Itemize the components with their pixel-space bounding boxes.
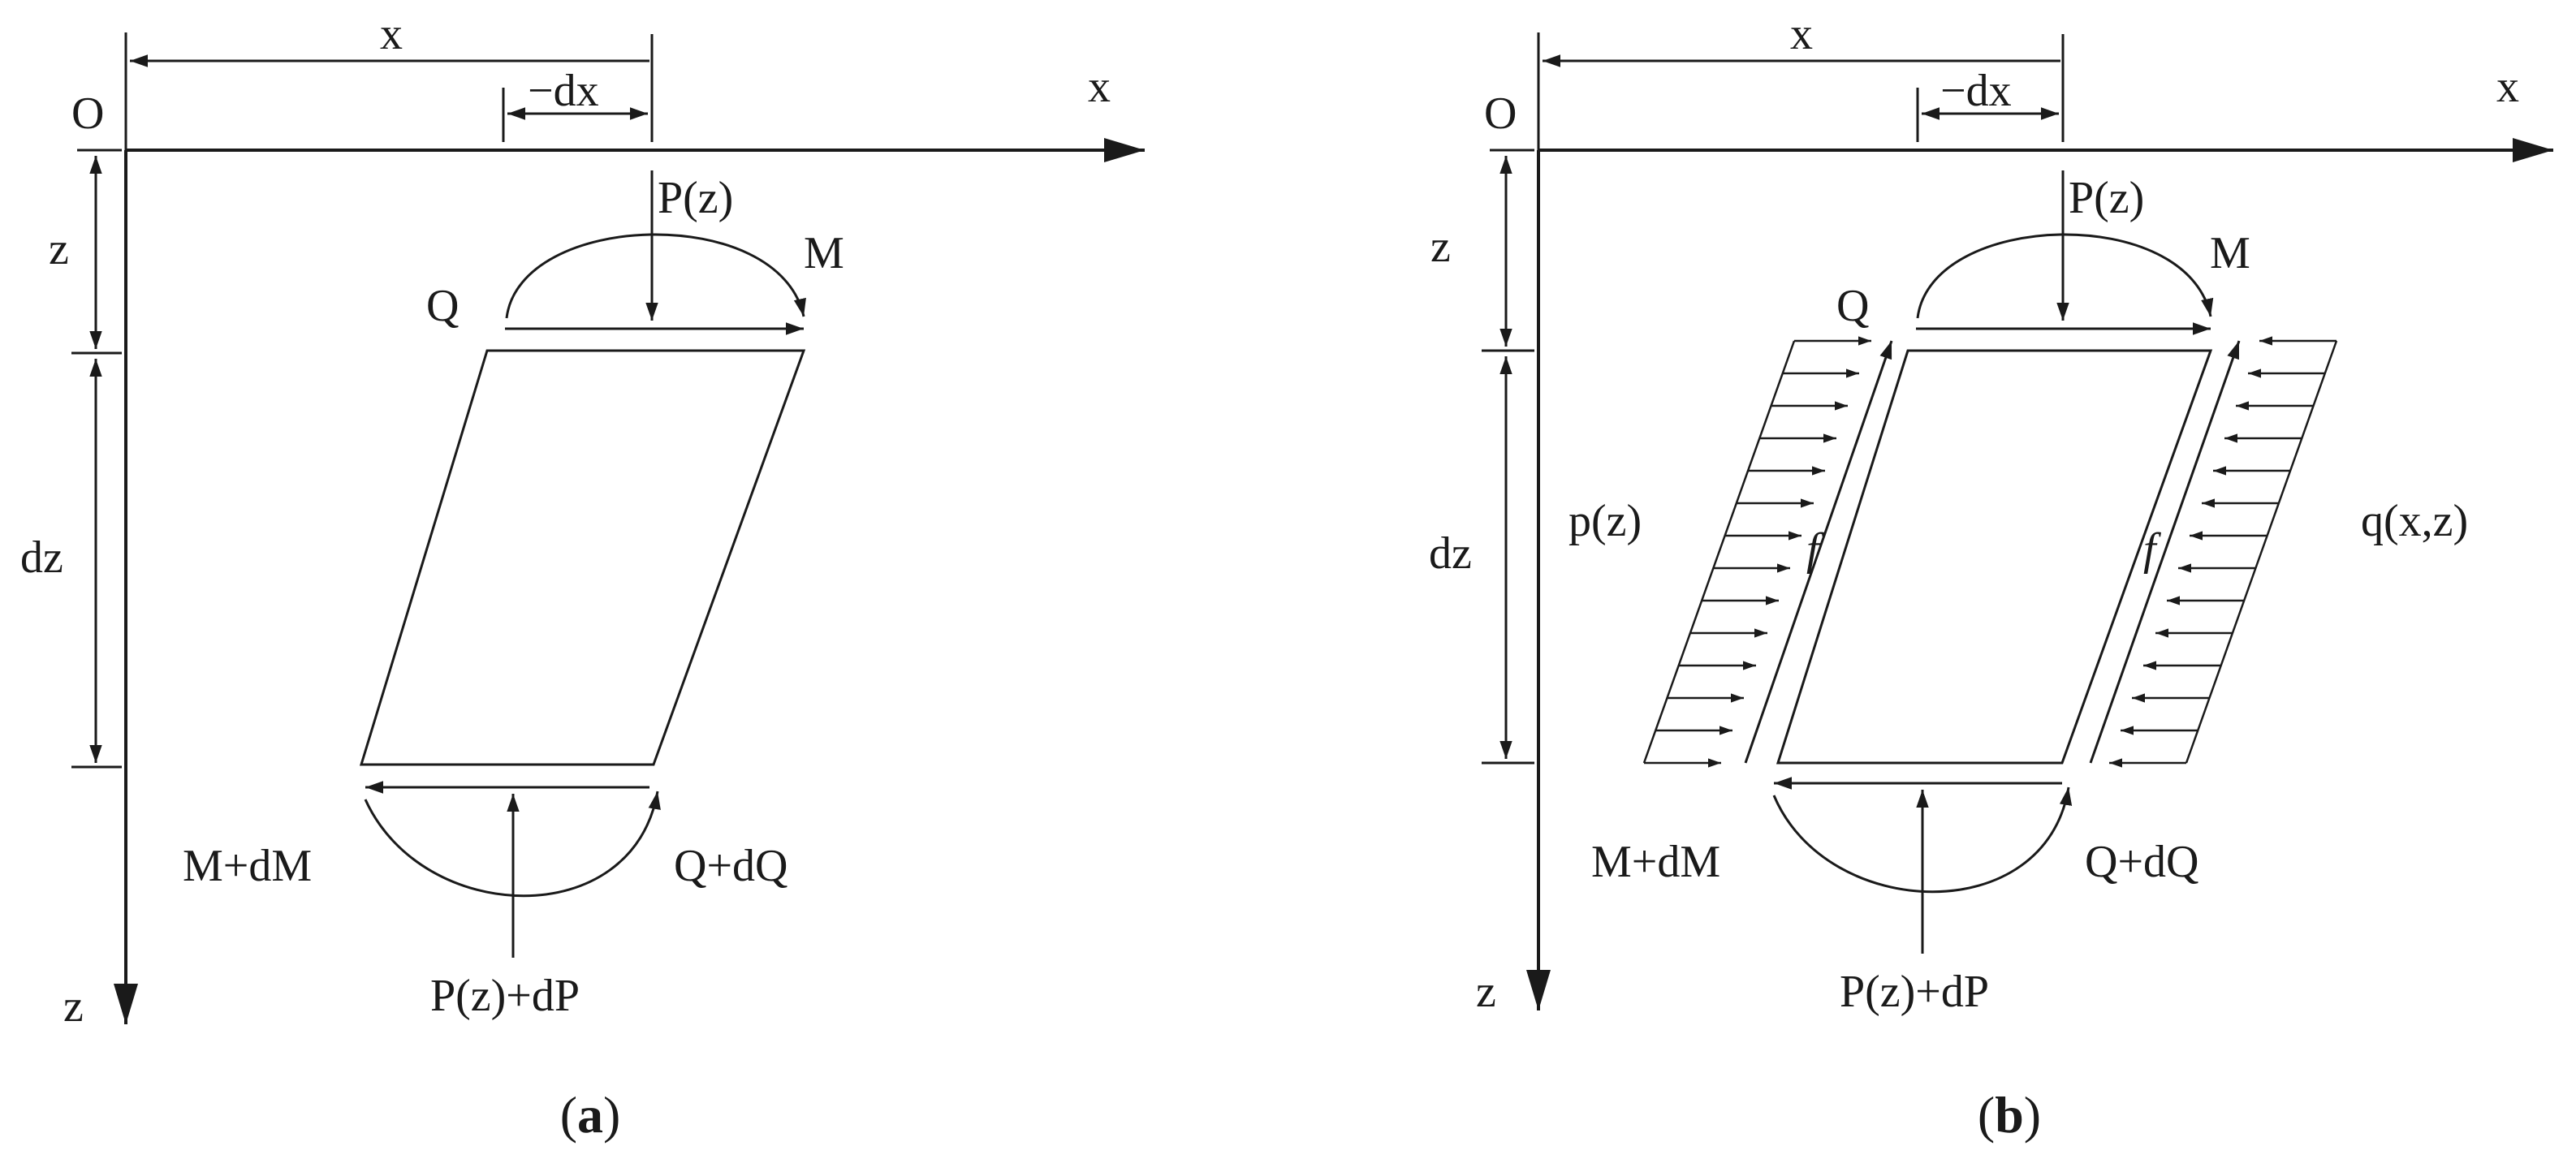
PzdP-label: P(z)+dP	[430, 971, 580, 1021]
bottom-moment-arc	[1772, 786, 2073, 894]
QdQ-label: Q+dQ	[2085, 837, 2198, 887]
z-dimension-label: z	[49, 224, 69, 274]
origin-label: O	[71, 88, 104, 139]
z-axis-label: z	[63, 981, 84, 1032]
pile-element	[359, 349, 806, 766]
QdQ-label: Q+dQ	[674, 841, 787, 891]
caption-b: (b)	[1978, 1086, 2041, 1144]
p-load-arrows	[1644, 336, 1871, 768]
qxz-label: q(x,z)	[2361, 496, 2468, 546]
dz-dimension-label: dz	[1429, 528, 1472, 579]
caption-a: (a)	[560, 1086, 621, 1144]
pile-element	[1776, 349, 2213, 765]
neg-dx-label: −dx	[1940, 66, 2012, 116]
x-axis-label: x	[2496, 62, 2519, 112]
dz-dimension-label: dz	[20, 532, 63, 583]
Q-label: Q	[426, 281, 459, 331]
x-axis-label: x	[1088, 62, 1111, 112]
x-dimension-label: x	[380, 9, 403, 59]
M-label: M	[2210, 228, 2250, 278]
x-dimension-label: x	[1790, 9, 1813, 59]
right-friction-line	[2089, 340, 2241, 764]
z-dimension-label: z	[1430, 222, 1451, 272]
Q-label: Q	[1836, 281, 1869, 331]
pz-label: p(z)	[1568, 496, 1642, 546]
M-label: M	[804, 228, 844, 278]
panel-b: O x x −dx z z dz P(z) M Q p(z) q(x,z) f …	[1429, 9, 2553, 1144]
top-moment-arc	[1916, 233, 2214, 319]
bottom-moment-arc	[364, 791, 661, 898]
Pz-label: P(z)	[658, 173, 733, 223]
top-moment-arc	[505, 233, 806, 319]
PzdP-label: P(z)+dP	[1840, 967, 1989, 1017]
f-left-label: f	[1806, 524, 1825, 575]
p-load-envelope	[1642, 340, 1796, 764]
neg-dx-label: −dx	[528, 66, 599, 116]
panel-a: O x x −dx z z dz P(z) M Q M+dM Q+dQ P(z)…	[20, 9, 1145, 1144]
q-load-envelope	[2185, 340, 2338, 764]
MdM-label: M+dM	[1591, 837, 1720, 887]
origin-label: O	[1484, 88, 1517, 139]
q-load-arrows	[2109, 336, 2337, 768]
left-friction-line	[1744, 340, 1893, 764]
Pz-label: P(z)	[2069, 173, 2144, 223]
MdM-label: M+dM	[183, 841, 312, 891]
z-axis-label: z	[1476, 967, 1496, 1017]
